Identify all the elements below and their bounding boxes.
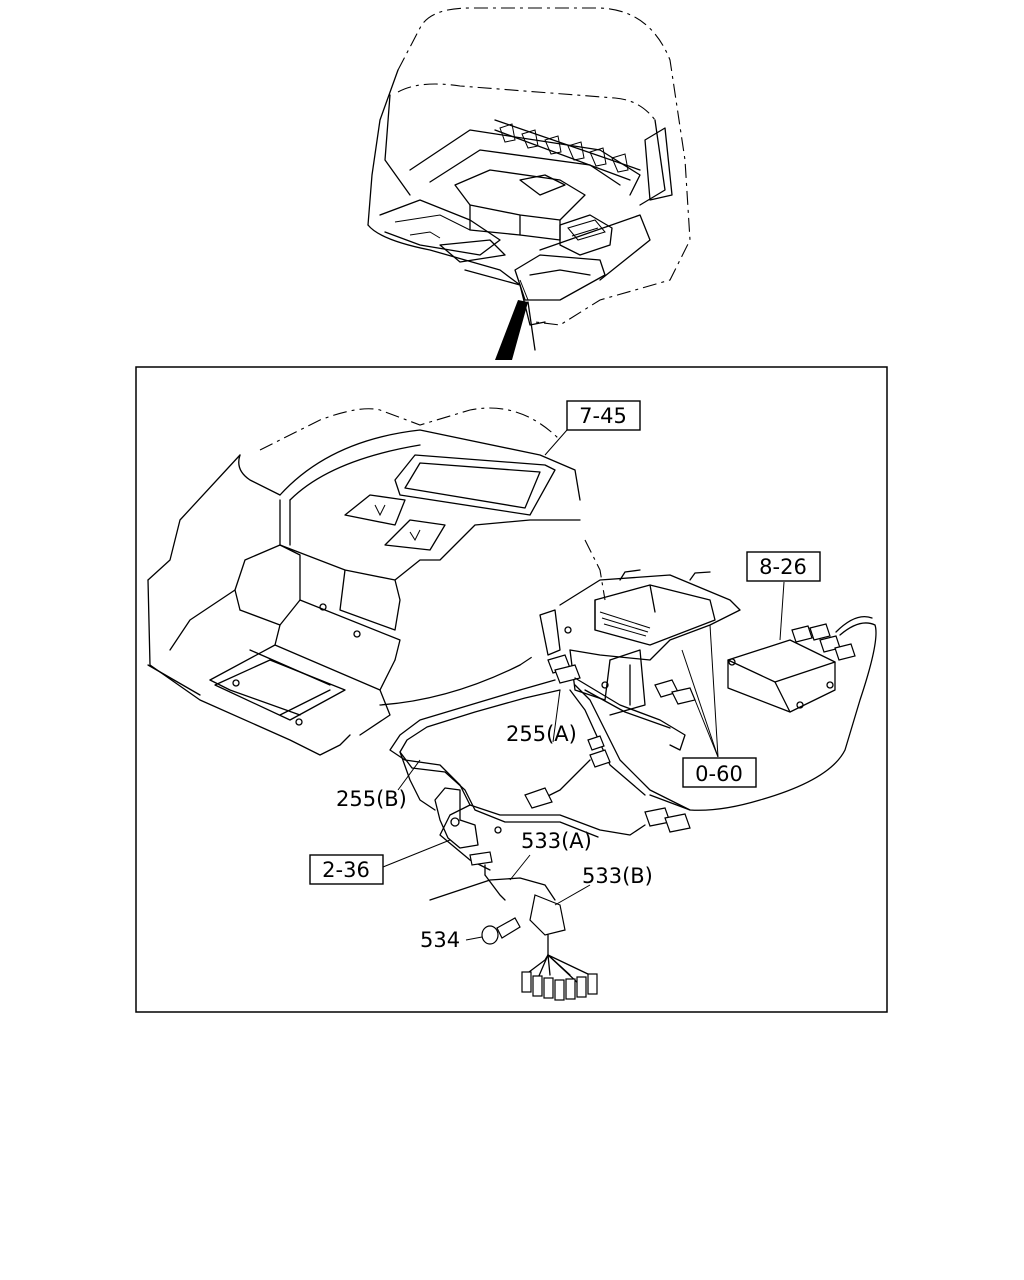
callout-534: 534	[420, 928, 460, 952]
callout-8-26-text: 8-26	[759, 555, 807, 579]
bolt	[481, 917, 521, 945]
callout-533-a: 533(A)	[521, 829, 592, 853]
callout-255-a: 255(A)	[506, 722, 577, 746]
callout-533-b: 533(B)	[582, 864, 653, 888]
control-unit	[649, 615, 877, 811]
detail-frame	[135, 366, 888, 1013]
harness	[389, 677, 691, 871]
callout-0-60: 0-60	[682, 757, 757, 788]
callout-2-36-text: 2-36	[322, 858, 370, 882]
ecu-module	[539, 569, 741, 716]
antenna-assembly	[429, 874, 598, 1001]
callout-8-26: 8-26	[746, 551, 821, 582]
callout-255-b: 255(B)	[336, 787, 407, 811]
detail-console	[147, 407, 606, 756]
callout-0-60-text: 0-60	[695, 762, 743, 786]
cab-overview	[367, 7, 691, 360]
leader-lines	[382, 429, 785, 941]
callout-7-45: 7-45	[566, 400, 641, 431]
bracket	[434, 787, 502, 876]
callout-2-36: 2-36	[309, 854, 384, 885]
callout-7-45-text: 7-45	[579, 404, 627, 428]
